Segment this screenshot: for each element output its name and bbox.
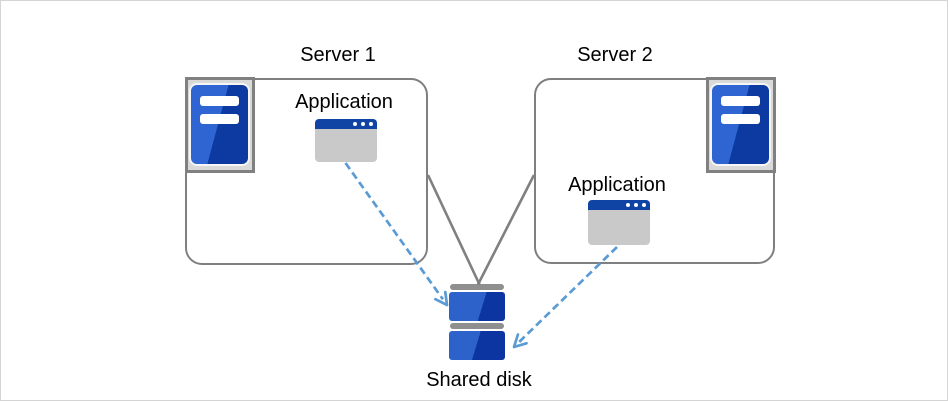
server-drive-slot	[200, 96, 239, 106]
window-body	[588, 210, 650, 245]
application-window-icon	[588, 200, 650, 245]
disk-platter	[449, 292, 505, 321]
shared-disk-label: Shared disk	[426, 369, 532, 391]
window-dot-icon	[642, 203, 646, 207]
window-dot-icon	[634, 203, 638, 207]
server-drive-slot	[721, 96, 760, 106]
server-tower-icon	[706, 77, 776, 173]
server2-label: Server 2	[577, 44, 653, 66]
server-tower-body	[712, 85, 769, 164]
server2-application-label: Application	[568, 174, 666, 196]
arrowhead-app2-disk	[512, 333, 528, 349]
application-window-icon	[315, 119, 377, 162]
window-titlebar	[315, 119, 377, 129]
window-titlebar	[588, 200, 650, 210]
server-drive-slot	[721, 114, 760, 124]
connector-line-server1-disk	[426, 174, 481, 286]
disk-cap	[450, 284, 504, 290]
disk-platter	[449, 331, 505, 360]
server-tower-body	[191, 85, 248, 164]
server1-label: Server 1	[300, 44, 376, 66]
server1-application-label: Application	[295, 91, 393, 113]
server-drive-slot	[200, 114, 239, 124]
window-dot-icon	[361, 122, 365, 126]
server-tower-icon	[185, 77, 255, 173]
shared-disk-icon	[449, 284, 505, 361]
window-dot-icon	[353, 122, 357, 126]
window-body	[315, 129, 377, 162]
disk-cap	[450, 323, 504, 329]
arrowhead-app1-disk	[434, 290, 449, 307]
window-dot-icon	[626, 203, 630, 207]
window-dot-icon	[369, 122, 373, 126]
